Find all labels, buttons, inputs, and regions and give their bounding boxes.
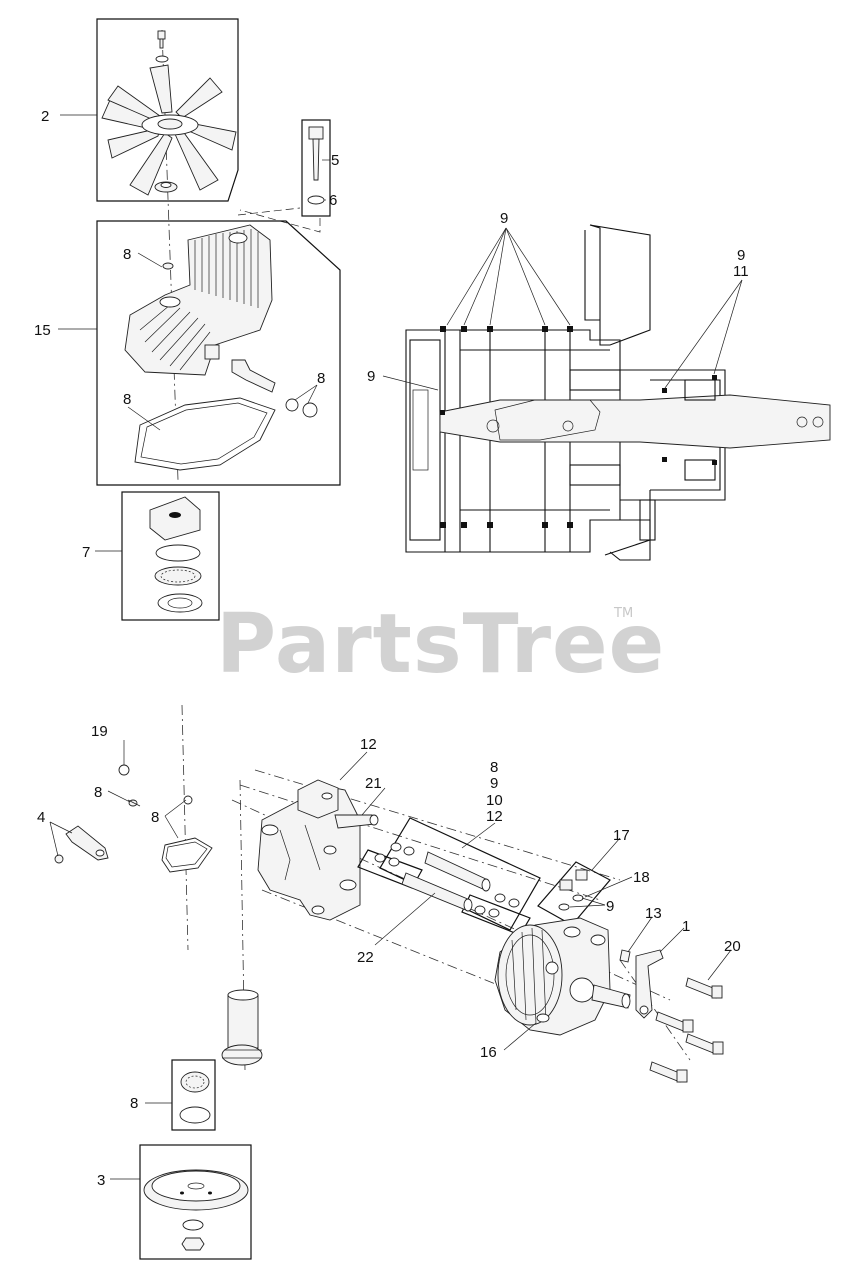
control-arm-shaft xyxy=(231,359,276,393)
callout-15: 15 xyxy=(34,322,51,339)
control-arm-1 xyxy=(635,949,664,1019)
housing-body xyxy=(124,224,273,376)
callout-16: 16 xyxy=(480,1044,497,1061)
housing-assembly xyxy=(96,220,341,486)
watermark-text: PartsTree xyxy=(216,597,665,692)
callout-7: 7 xyxy=(82,544,90,561)
watermark-trademark: TM xyxy=(613,606,633,621)
housing-plug xyxy=(162,262,174,270)
fan-assembly xyxy=(96,18,239,481)
dipstick-cap xyxy=(308,126,324,140)
spring-kit-box xyxy=(171,1059,216,1131)
bearing-kit xyxy=(121,491,220,621)
watermark: PartsTree TM xyxy=(216,597,665,692)
callout-4: 4 xyxy=(37,809,45,826)
oring-large xyxy=(161,837,213,873)
callout-labels: 2 5 6 8 15 8 8 7 9 9 11 9 19 8 4 8 12 21… xyxy=(34,108,749,1189)
callout-18: 18 xyxy=(633,869,650,886)
fan-blades xyxy=(101,64,237,196)
callout-8d: 8 xyxy=(94,784,102,801)
callout-8e: 8 xyxy=(151,809,159,826)
callout-13: 13 xyxy=(645,905,662,922)
spring-gear xyxy=(180,1071,210,1093)
section-seals xyxy=(440,326,717,528)
callout-kit-8: 8 xyxy=(490,759,498,776)
pulley-washer xyxy=(182,1219,204,1231)
callout-12: 12 xyxy=(360,736,377,753)
callout-8b: 8 xyxy=(317,370,325,387)
filter-cylinder xyxy=(227,994,259,1049)
bearing-race xyxy=(157,593,203,613)
seal-kit-box xyxy=(379,817,541,931)
callout-3: 3 xyxy=(97,1172,105,1189)
dipstick-tube xyxy=(312,138,320,181)
callout-2: 2 xyxy=(41,108,49,125)
fan-kit-box xyxy=(96,18,239,202)
callout-6: 6 xyxy=(329,192,337,209)
fan-washer xyxy=(155,55,169,63)
callout-kit-10: 10 xyxy=(486,792,503,809)
dipstick-kit xyxy=(237,119,331,233)
snap-ring xyxy=(179,1106,211,1124)
section-shaft xyxy=(439,394,831,449)
callout-8c: 8 xyxy=(123,391,131,408)
callout-kit-9: 9 xyxy=(490,775,498,792)
fan-bolt xyxy=(157,30,166,40)
callout-11: 11 xyxy=(733,263,749,280)
callout-22: 22 xyxy=(357,949,374,966)
callout-8a: 8 xyxy=(123,246,131,263)
pulley-nut xyxy=(181,1237,205,1251)
callout-19: 19 xyxy=(91,723,108,740)
leader-lines xyxy=(49,114,743,1180)
thrust-washer xyxy=(155,544,201,562)
pulley-kit-box xyxy=(139,1144,252,1260)
housing-gasket xyxy=(134,397,276,471)
callout-1: 1 xyxy=(682,918,690,935)
item-19-ring xyxy=(118,764,130,776)
cross-section-view xyxy=(405,224,831,561)
dipstick-kit-box xyxy=(301,119,331,217)
callout-9d: 9 xyxy=(606,898,614,915)
callout-17: 17 xyxy=(613,827,630,844)
pump-shaft xyxy=(591,984,631,1009)
callout-kit-12: 12 xyxy=(486,808,503,825)
callout-9a: 9 xyxy=(500,210,508,227)
callout-5: 5 xyxy=(331,152,339,169)
housing-kit-box xyxy=(96,220,341,486)
exploded-view xyxy=(54,704,724,1260)
callout-9b: 9 xyxy=(737,247,745,264)
valve-kit-box xyxy=(537,861,611,926)
bearing-block xyxy=(149,496,201,541)
callout-9c: 9 xyxy=(367,368,375,385)
piston-upper xyxy=(424,851,489,891)
bearing-kit-box xyxy=(121,491,220,621)
key-13 xyxy=(619,949,631,963)
dipstick-oring xyxy=(307,195,325,205)
callout-21: 21 xyxy=(365,775,382,792)
callout-8f: 8 xyxy=(130,1095,138,1112)
callout-20: 20 xyxy=(724,938,741,955)
